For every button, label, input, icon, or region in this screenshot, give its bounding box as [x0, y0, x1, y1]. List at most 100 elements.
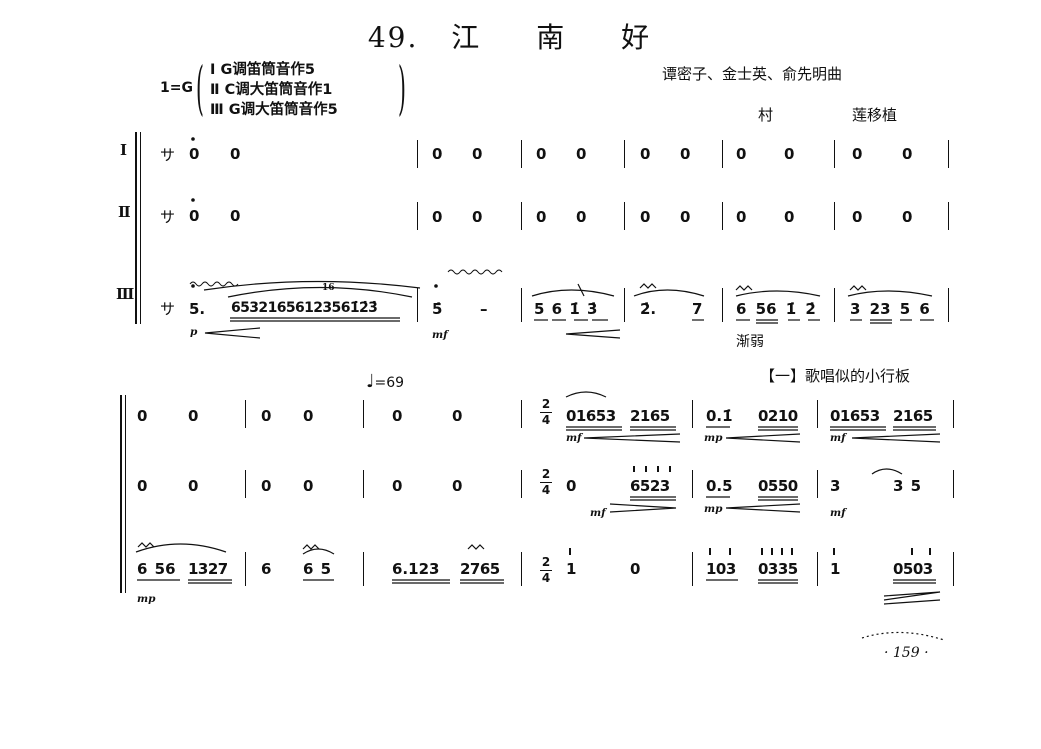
title-char-1: 江	[451, 21, 482, 54]
note-group: 2165	[893, 407, 933, 425]
note: 1	[566, 560, 577, 578]
barline	[722, 140, 723, 168]
note: 3	[830, 477, 841, 495]
barline	[624, 288, 625, 322]
time-signature-top: 2	[541, 467, 551, 481]
barline	[624, 140, 625, 168]
barline	[521, 140, 522, 168]
note: 0	[189, 145, 200, 163]
note: 6	[261, 560, 272, 578]
system-barline	[140, 132, 141, 324]
system-barline	[125, 395, 126, 593]
tuning-line-2: Ⅱ C调大笛筒音作1	[210, 82, 333, 98]
time-signature-top: 2	[541, 555, 551, 569]
note: 0	[230, 207, 241, 225]
note-group: 103	[706, 560, 736, 578]
note: 0	[392, 477, 403, 495]
barline	[834, 140, 835, 168]
barline	[417, 140, 418, 168]
note: 5̇	[432, 300, 443, 318]
note: 0	[261, 477, 272, 495]
note-group: 2765	[460, 560, 500, 578]
barline	[363, 552, 364, 586]
note: 0	[852, 208, 863, 226]
note-group: 1327	[188, 560, 228, 578]
free-rhythm-mark-2: サ	[160, 208, 176, 226]
dynamic-mark: mp	[704, 432, 723, 444]
barline	[521, 552, 522, 586]
note: 0	[303, 407, 314, 425]
time-signature-bottom: 4	[541, 571, 551, 585]
section-heading: 【一】歌唱似的小行板	[760, 367, 911, 385]
note: 0	[784, 145, 795, 163]
note: 0	[188, 477, 199, 495]
tempo-value: =69	[374, 375, 405, 391]
page-title: 49. 江 南 好	[0, 16, 1041, 56]
note-group: 6523	[630, 477, 670, 495]
note: 0	[188, 407, 199, 425]
dynamic-mark: mf	[432, 329, 448, 341]
dynamic-mark: mf	[590, 507, 606, 519]
barline	[834, 202, 835, 230]
piece-number: 49.	[367, 21, 419, 54]
note: 0	[902, 145, 913, 163]
note-group: 0.1̇	[706, 407, 733, 425]
note: 0	[630, 560, 641, 578]
note: 0	[852, 145, 863, 163]
note-group: 0550	[758, 477, 798, 495]
note: 0	[576, 208, 587, 226]
note: 0	[784, 208, 795, 226]
note: 0	[189, 207, 200, 225]
barline	[692, 470, 693, 498]
barline	[948, 140, 949, 168]
composers: 谭密子、金士英、俞先明曲	[662, 65, 843, 83]
note: 0	[736, 208, 747, 226]
key-brace-right: )	[398, 54, 406, 122]
note-group: 6 56 1̇ 2̇	[736, 300, 816, 318]
note-group: 0503	[893, 560, 933, 578]
barline	[948, 202, 949, 230]
note: 0	[680, 145, 691, 163]
quarter-note-icon: ♩	[366, 371, 375, 392]
note-group: 0335	[758, 560, 798, 578]
note-group: 6.123	[392, 560, 440, 578]
note: 0	[566, 477, 577, 495]
instrument-tunings: Ⅰ G调笛筒音作5 Ⅱ C调大笛筒音作1 Ⅲ G调大笛筒音作5	[210, 60, 338, 120]
title-char-2: 南	[536, 21, 567, 54]
note-group: 6 56	[137, 560, 176, 578]
note-run: 65321656123561̇2̇3̇	[231, 300, 378, 316]
barline	[521, 288, 522, 322]
note: 0	[137, 407, 148, 425]
barline	[817, 552, 818, 586]
note-group: 01653	[566, 407, 616, 425]
barline	[692, 552, 693, 586]
free-rhythm-mark-3: サ	[160, 300, 176, 318]
note: 0	[303, 477, 314, 495]
barline	[953, 470, 954, 498]
dynamic-mark: mf	[830, 432, 846, 444]
barline	[948, 288, 949, 322]
note-group: 3 23 5 6	[850, 300, 930, 318]
note-group: 5 6 1̇ 3̇	[534, 300, 598, 318]
barline	[521, 202, 522, 230]
barline	[245, 400, 246, 428]
time-signature-bottom: 4	[541, 413, 551, 427]
free-rhythm-mark-1: サ	[160, 146, 176, 164]
note: 0	[680, 208, 691, 226]
part-label-2: Ⅱ	[118, 203, 131, 221]
system-barline	[135, 132, 137, 324]
note: 0	[432, 145, 443, 163]
tempo-marking: ♩=69	[366, 371, 404, 392]
barline	[521, 470, 522, 498]
note-group: 6 5	[303, 560, 332, 578]
note: 0	[640, 208, 651, 226]
note: 0	[576, 145, 587, 163]
barline	[417, 202, 418, 230]
note: 0	[261, 407, 272, 425]
barline	[245, 552, 246, 586]
note: 0	[902, 208, 913, 226]
